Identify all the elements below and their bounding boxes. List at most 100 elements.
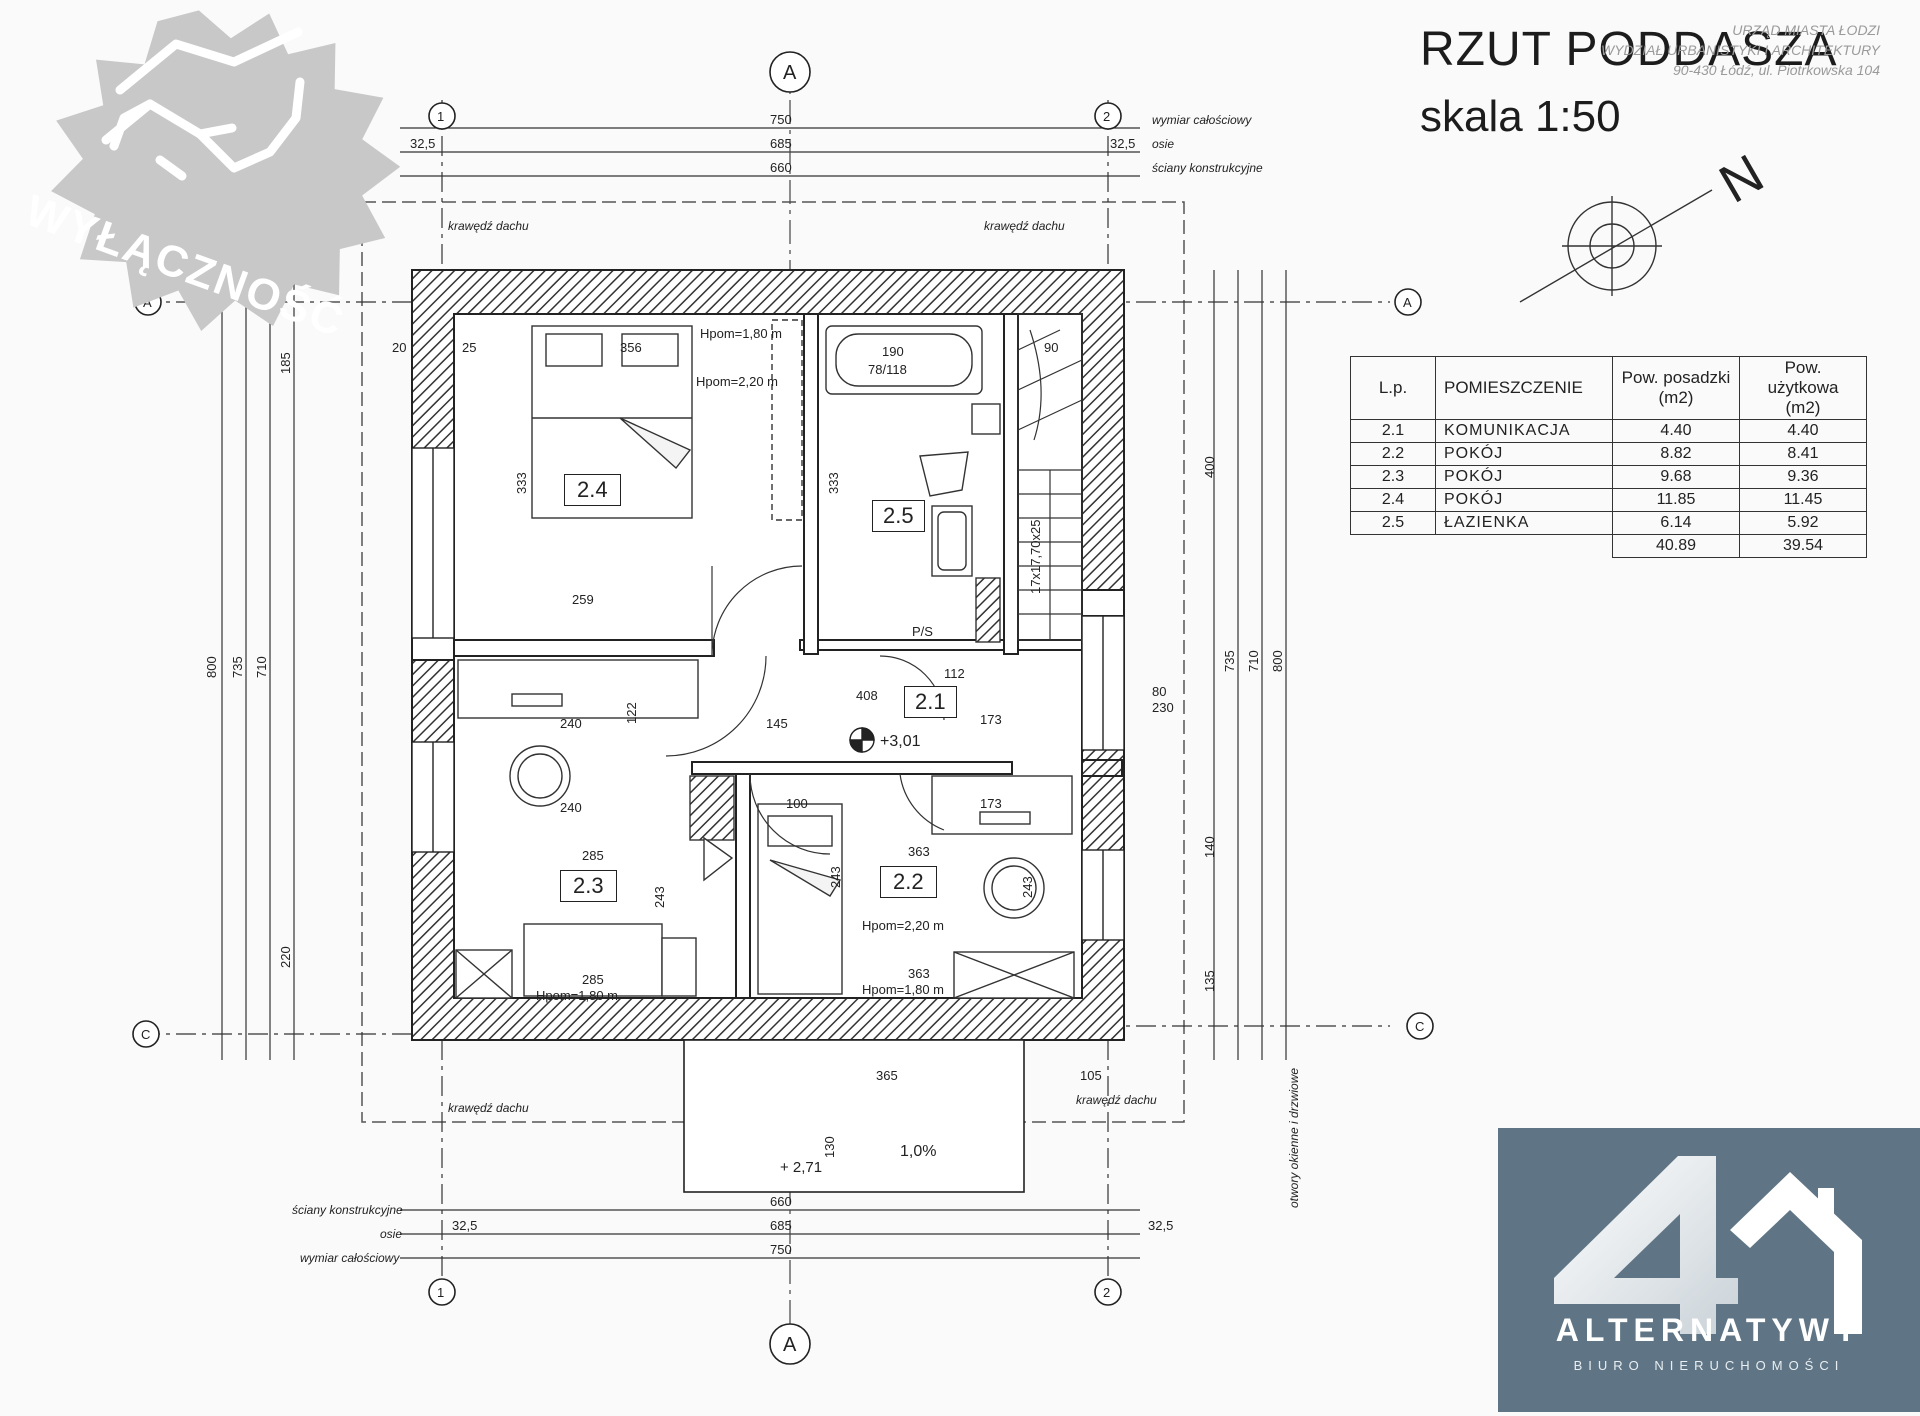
dim-243-a: 243 [652, 886, 667, 908]
dim-365: 365 [876, 1068, 898, 1083]
dim-710-left: 710 [254, 656, 269, 678]
bath-dim-2: 78/118 [868, 362, 907, 377]
dim-285-b: 285 [582, 972, 604, 987]
bottom-dimensions [400, 1040, 1140, 1290]
dim-20: 20 [392, 340, 406, 355]
dim-173-a: 173 [980, 712, 1002, 727]
room-label-2-4: 2.4 [564, 474, 621, 506]
dim-356: 356 [620, 340, 642, 355]
table-cell: 6.14 [1612, 511, 1740, 535]
room-label-2-5: 2.5 [872, 500, 925, 532]
dim-735-right: 735 [1222, 650, 1237, 672]
stamp-line-1: URZĄD MIASTA ŁODZI [1732, 22, 1880, 38]
left-dimensions [140, 270, 440, 1060]
dim-105: 105 [1080, 1068, 1102, 1083]
dim-750-top: 750 [770, 112, 792, 127]
roof-edge-label-1: krawędź dachu [448, 219, 529, 233]
dim-145: 145 [766, 716, 788, 731]
dim-325-bottom-left: 32,5 [452, 1218, 477, 1233]
dim-25: 25 [462, 340, 476, 355]
hpom-180-b: Hpom=1,80 m [536, 988, 618, 1003]
table-total-floor: 40.89 [1612, 534, 1740, 558]
dim-363-b: 363 [908, 966, 930, 981]
dim-660-bottom: 660 [770, 1194, 792, 1209]
table-cell: 11.85 [1612, 488, 1740, 512]
section-a-top: A [783, 62, 797, 84]
dim-259: 259 [572, 592, 594, 607]
table-cell: 9.68 [1612, 465, 1740, 489]
table-cell: 2.3 [1350, 465, 1436, 489]
axis-a-right: A [1403, 295, 1412, 310]
right-dimensions [1100, 270, 1390, 1060]
handshake-icon [101, 27, 305, 181]
dim-408: 408 [856, 688, 878, 703]
axis-c-left: C [141, 1027, 150, 1042]
table-cell: 2.2 [1350, 442, 1436, 466]
plan-text: 1 2 1 2 A A C C A A 750 685 660 32,5 32,… [141, 62, 1424, 1356]
balcony [683, 1039, 1025, 1193]
door-swings [665, 565, 945, 855]
table-total-usable: 39.54 [1739, 534, 1867, 558]
dim-80: 80 [1152, 684, 1166, 699]
north-arrow [1519, 189, 1713, 303]
furniture-room-2-3 [455, 659, 735, 999]
table-row: 2.3 POKÓJ 9.68 9.36 [1350, 465, 1867, 489]
table-cell: 9.36 [1739, 465, 1867, 489]
dim-243-b: 243 [828, 866, 843, 888]
dim-333-right: 333 [826, 472, 841, 494]
hpom-180-a: Hpom=1,80 m [700, 326, 782, 341]
table-header-usable-area: Pow. użytkowa (m2) [1739, 356, 1867, 420]
dim-660-top: 660 [770, 160, 792, 175]
stairs-label: 17x17,70x25 [1028, 520, 1043, 594]
agency-logo: ALTERNATYWY BIURO NIERUCHOMOŚCI [1498, 1128, 1920, 1412]
dim-750-bottom: 750 [770, 1242, 792, 1257]
dim-135-right: 135 [1202, 970, 1217, 992]
dim-240-b: 240 [560, 800, 582, 815]
dim-173-b: 173 [980, 796, 1002, 811]
dim-243-c: 243 [1020, 876, 1035, 898]
table-cell: 8.41 [1739, 442, 1867, 466]
dim-735-left: 735 [230, 656, 245, 678]
agency-brand: ALTERNATYWY [1555, 1312, 1863, 1348]
room-label-2-1: 2.1 [904, 686, 957, 718]
dim-112: 112 [944, 666, 965, 681]
level-301: +3,01 [880, 733, 921, 750]
table-row: 2.1 KOMUNIKACJA 4.40 4.40 [1350, 419, 1867, 443]
table-row: 2.5 ŁAZIENKA 6.14 5.92 [1350, 511, 1867, 535]
table-header-floor-area: Pow. posadzki (m2) [1612, 356, 1740, 420]
dim-285-a: 285 [582, 848, 604, 863]
furniture-room-2-2 [757, 775, 1075, 999]
axis-c-right: C [1415, 1019, 1424, 1034]
dim-100: 100 [786, 796, 808, 811]
section-a-bottom: A [783, 1334, 797, 1356]
dim-240-a: 240 [560, 716, 582, 731]
table-cell: ŁAZIENKA [1435, 511, 1613, 535]
dim-230: 230 [1152, 700, 1174, 715]
roof-edge-label-2: krawędź dachu [984, 219, 1065, 233]
dim-800-left: 800 [204, 656, 219, 678]
page-title: RZUT PODDASZA [1420, 23, 1838, 76]
dim-800-right: 800 [1270, 650, 1285, 672]
interior-walls [411, 313, 1125, 999]
dim-122: 122 [624, 702, 639, 724]
table-cell: POKÓJ [1435, 465, 1613, 489]
rooms-area-table: L.p. POMIESZCZENIE Pow. posadzki (m2) Po… [1350, 356, 1867, 558]
dim-685-top: 685 [770, 136, 792, 151]
hpom-220-a: Hpom=2,20 m [696, 374, 778, 389]
table-cell: 4.40 [1739, 419, 1867, 443]
table-header-lp: L.p. [1350, 356, 1436, 420]
axis-2-top: 2 [1103, 109, 1110, 124]
roof-edge-label-3: krawędź dachu [448, 1101, 529, 1115]
table-header-room: POMIESZCZENIE [1435, 356, 1613, 420]
axis-markers [132, 51, 1434, 1365]
scale-label: skala 1:50 [1420, 92, 1621, 141]
level-marker [849, 727, 875, 753]
dim-185-left: 185 [278, 352, 293, 374]
dim-220-left: 220 [278, 946, 293, 968]
bathroom-fixtures [825, 325, 1001, 643]
table-cell: 8.82 [1612, 442, 1740, 466]
dim-130: 130 [822, 1136, 837, 1158]
hpom-180-c: Hpom=1,80 m [862, 982, 944, 997]
dim-363-a: 363 [908, 844, 930, 859]
